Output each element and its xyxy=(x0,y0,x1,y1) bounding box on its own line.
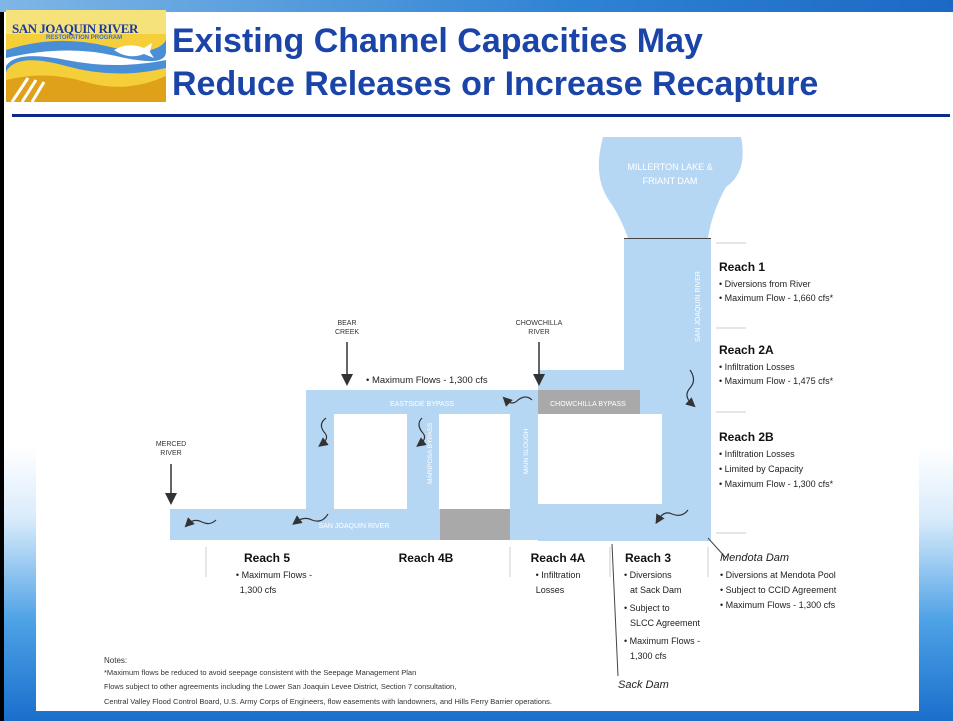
mendota-bullet-3: • Maximum Flows - 1,300 cfs xyxy=(720,600,836,610)
main-slough-label: MAIN SLOUGH xyxy=(523,428,530,474)
reach-4b-title: Reach 4B xyxy=(399,551,454,565)
reach-3-line-3: • Subject to xyxy=(624,603,670,613)
header-strip xyxy=(0,0,953,12)
slide-left-border xyxy=(0,0,4,721)
flow-arrow xyxy=(318,417,329,447)
mendota-bullet-1: • Diversions at Mendota Pool xyxy=(720,570,836,580)
logo-subtext: RESTORATION PROGRAM xyxy=(46,35,123,41)
sack-dam-label: Sack Dam xyxy=(618,679,669,691)
reach-5-title: Reach 5 xyxy=(244,551,290,565)
reach-5-line-1: • Maximum Flows - xyxy=(236,570,312,580)
reach-5-channel xyxy=(170,509,440,540)
notes-heading: Notes: xyxy=(104,656,127,665)
reach-3-title: Reach 3 xyxy=(625,551,671,565)
notes-line-1: *Maximum flows be reduced to avoid seepa… xyxy=(104,668,416,677)
reach-3-line-4: SLCC Agreement xyxy=(630,618,701,628)
dam-label-line-2: FRIANT DAM xyxy=(643,176,698,186)
reach-3-line-1: • Diversions xyxy=(624,570,672,580)
logo-text: SAN JOAQUIN RIVER xyxy=(12,21,138,36)
chowchilla-bypass-label: CHOWCHILLA BYPASS xyxy=(550,401,626,408)
chowchilla-bypass-channel xyxy=(536,390,640,414)
reach-3-line-2: at Sack Dam xyxy=(630,585,682,595)
mendota-title: Mendota Dam xyxy=(720,552,789,564)
mariposa-bypass-label: MARIPOSA BYPASS xyxy=(427,422,434,484)
title-divider xyxy=(12,114,950,117)
reach-5-line-2: 1,300 cfs xyxy=(240,585,277,595)
reach-2b-title: Reach 2B xyxy=(719,430,774,444)
reach-2a-title: Reach 2A xyxy=(719,343,774,357)
flow-arrow xyxy=(292,513,329,525)
chowchilla-river-label-1: CHOWCHILLA xyxy=(516,320,563,327)
merced-river-label-1: MERCED xyxy=(156,441,186,448)
slide-title: Existing Channel Capacities May Reduce R… xyxy=(172,20,947,106)
san-joaquin-bottom-label: SAN JOAQUIN RIVER xyxy=(319,523,390,530)
eastside-max-flow-note: • Maximum Flows - 1,300 cfs xyxy=(366,375,488,386)
san-joaquin-vertical-label: SAN JOAQUIN RIVER xyxy=(695,271,702,342)
flow-arrow xyxy=(502,396,533,407)
eastside-bypass-label: EASTSIDE BYPASS xyxy=(390,401,454,408)
reach-4a-line-2: Losses xyxy=(536,585,565,595)
title-line-1: Existing Channel Capacities May xyxy=(172,22,703,60)
reach-1-bullet-2: • Maximum Flow - 1,660 cfs* xyxy=(719,293,834,303)
title-line-2: Reduce Releases or Increase Recapture xyxy=(172,65,819,103)
reach-2a-bullet-2: • Maximum Flow - 1,475 cfs* xyxy=(719,376,834,386)
bear-creek-label-1: BEAR xyxy=(337,320,356,327)
reach-2b-bullet-1: • Infiltration Losses xyxy=(719,449,795,459)
millerton-lake xyxy=(598,137,743,238)
dam-label-line-1: MILLERTON LAKE & xyxy=(627,162,712,172)
reach-3-line-6: 1,300 cfs xyxy=(630,651,667,661)
reach-1-title: Reach 1 xyxy=(719,260,765,274)
notes-line-2: Flows subject to other agreements includ… xyxy=(104,682,456,691)
merced-river-label-2: RIVER xyxy=(160,450,181,457)
flow-arrow xyxy=(655,509,689,525)
mendota-bullet-2: • Subject to CCID Agreement xyxy=(720,585,837,595)
reach-2a-bullet-1: • Infiltration Losses xyxy=(719,362,795,372)
reach-4a-channel xyxy=(510,509,622,540)
notes-line-3: Central Valley Flood Control Board, U.S.… xyxy=(104,697,552,706)
flow-arrow xyxy=(184,517,217,528)
river-reach-diagram: MILLERTON LAKE & FRIANT DAM SAN JOAQUIN … xyxy=(36,132,919,711)
reach-4b-gray-channel xyxy=(440,509,510,540)
reach-2b-bullet-3: • Maximum Flow - 1,300 cfs* xyxy=(719,479,834,489)
mendota-pointer xyxy=(707,537,727,559)
sack-dam-pointer xyxy=(611,543,619,677)
reach-3-line-5: • Maximum Flows - xyxy=(624,636,700,646)
bear-creek-label-2: CREEK xyxy=(335,329,359,336)
reach-4a-line-1: • Infiltration xyxy=(536,570,581,580)
program-logo: SAN JOAQUIN RIVER RESTORATION PROGRAM xyxy=(6,10,166,102)
reach-4a-title: Reach 4A xyxy=(531,551,586,565)
reach-2b-bullet-2: • Limited by Capacity xyxy=(719,464,804,474)
chowchilla-river-label-2: RIVER xyxy=(528,329,549,336)
flow-arrow xyxy=(416,417,427,447)
flow-arrow xyxy=(685,369,696,408)
reach-1-bullet-1: • Diversions from River xyxy=(719,279,811,289)
